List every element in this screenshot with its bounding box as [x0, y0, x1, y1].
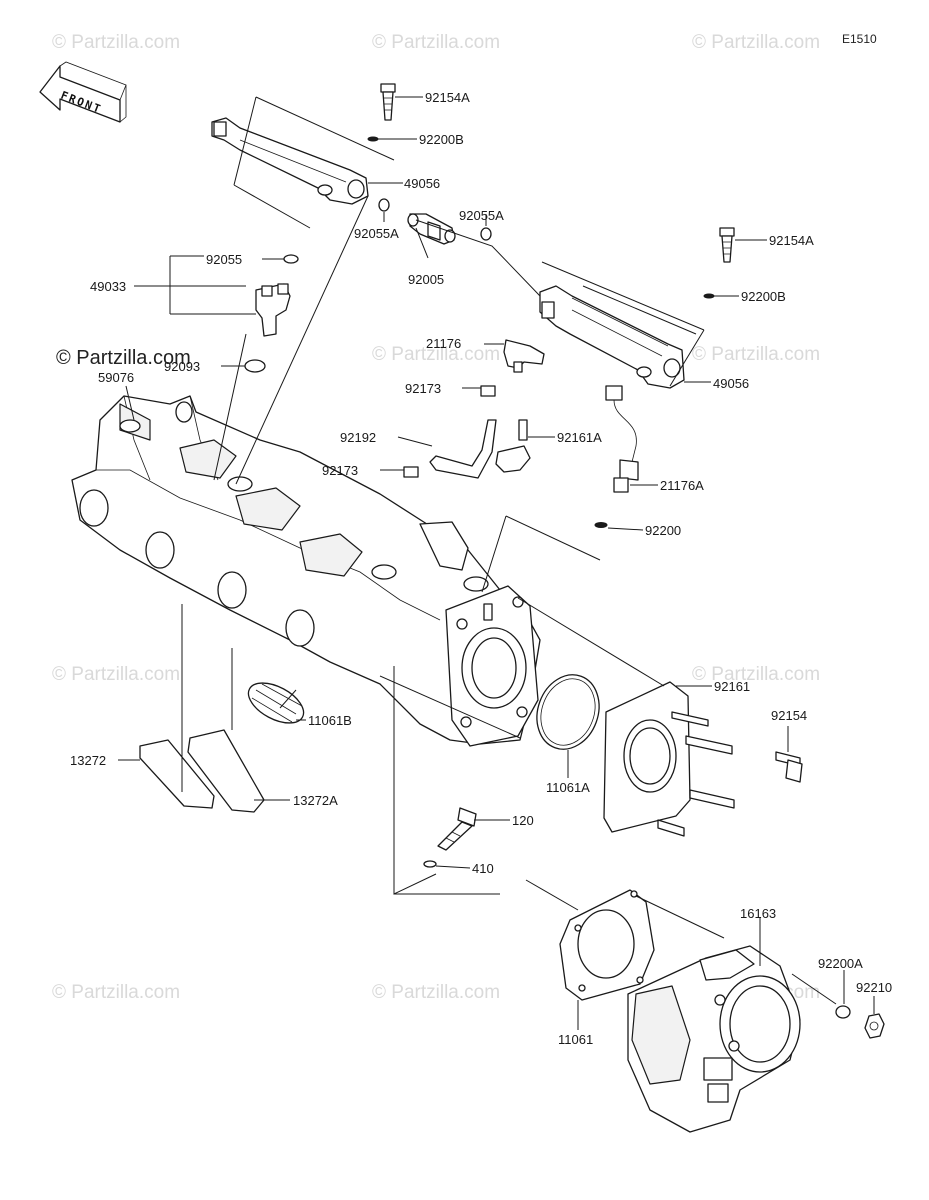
label-13272a: 13272A — [293, 793, 338, 808]
part-labels: 92154A 92200B 49056 92055A 92055A 92005 … — [70, 90, 892, 1047]
adapter-92161 — [603, 681, 735, 837]
label-92093: 92093 — [164, 359, 200, 374]
washer-92200b-top — [367, 136, 379, 142]
label-16163: 16163 — [740, 906, 776, 921]
label-92161: 92161 — [714, 679, 750, 694]
o-ring-92055a-right — [480, 227, 492, 241]
label-21176: 21176 — [426, 336, 461, 351]
o-ring-92055a-left — [378, 198, 390, 212]
bolt-92154 — [775, 751, 803, 783]
washer-410 — [423, 860, 437, 868]
label-92192: 92192 — [340, 430, 376, 445]
sensor-21176a — [605, 385, 639, 493]
o-ring-92055 — [283, 254, 299, 264]
label-11061a: 11061A — [546, 780, 590, 795]
label-92210: 92210 — [856, 980, 892, 995]
gasket-ring-11061a — [536, 674, 600, 750]
nut-92210 — [864, 1013, 885, 1039]
sensor-21176 — [503, 339, 545, 373]
bolt-92154a-right — [719, 227, 735, 263]
watermark: © Partzilla.com — [52, 982, 180, 1003]
label-59076: 59076 — [98, 370, 134, 385]
label-21176a: 21176A — [660, 478, 704, 493]
label-120: 120 — [512, 813, 534, 828]
gasket-13272 — [139, 739, 215, 809]
label-92161a: 92161A — [557, 430, 602, 445]
fuel-rail-left — [211, 117, 369, 205]
intake-manifold-59076 — [71, 395, 541, 747]
watermark: © Partzilla.com — [692, 32, 820, 53]
watermark: © Partzilla.com — [372, 982, 500, 1003]
watermark: © Partzilla.com — [52, 32, 180, 53]
watermark: © Partzilla.com — [692, 344, 820, 365]
label-92173-top: 92173 — [405, 381, 441, 396]
injector-49033 — [255, 283, 291, 337]
label-92200a: 92200A — [818, 956, 863, 971]
label-92154: 92154 — [771, 708, 807, 723]
label-13272: 13272 — [70, 753, 106, 768]
label-92200b-right: 92200B — [741, 289, 786, 304]
bolt-92154a-top — [380, 83, 396, 121]
label-92173-bottom: 92173 — [322, 463, 358, 478]
fitting-92005 — [407, 213, 456, 245]
label-49056-right: 49056 — [713, 376, 749, 391]
label-92200b-top: 92200B — [419, 132, 464, 147]
clamp-92173-bottom — [403, 466, 419, 478]
front-arrow-icon: FRONT — [39, 61, 127, 123]
throttle-body-16163 — [627, 945, 801, 1133]
label-11061: 11061 — [558, 1032, 593, 1047]
figure-code: E1510 — [842, 32, 877, 46]
screen-11061b — [247, 682, 305, 724]
label-92055: 92055 — [206, 252, 242, 267]
washer-92200a — [835, 1005, 851, 1019]
fuel-rail-right — [539, 285, 685, 389]
label-410: 410 — [472, 861, 494, 876]
label-11061b: 11061B — [308, 713, 352, 728]
label-92200: 92200 — [645, 523, 681, 538]
label-92154a-right: 92154A — [769, 233, 814, 248]
bolt-120 — [437, 807, 477, 851]
hose-92192 — [429, 419, 497, 479]
watermark: © Partzilla.com — [372, 32, 500, 53]
watermark: © Partzilla.com — [372, 344, 500, 365]
sensor-92161a — [495, 419, 531, 473]
seal-92093 — [244, 359, 266, 373]
gasket-13272a — [187, 729, 265, 813]
label-92055a-right: 92055A — [459, 208, 504, 223]
watermark-dark: © Partzilla.com — [56, 347, 191, 369]
label-92154a-top: 92154A — [425, 90, 470, 105]
watermark: © Partzilla.com — [52, 664, 180, 685]
leader-lines — [118, 96, 875, 1030]
washer-92200b-right — [703, 293, 715, 299]
label-49056-top: 49056 — [404, 176, 440, 191]
label-49033: 49033 — [90, 279, 126, 294]
watermark: © Partzilla.com — [692, 664, 820, 685]
label-92005: 92005 — [408, 272, 444, 287]
washer-92200 — [594, 522, 608, 528]
gasket-11061 — [559, 889, 655, 1001]
clamp-92173-top — [480, 385, 496, 397]
label-92055a-left: 92055A — [354, 226, 399, 241]
